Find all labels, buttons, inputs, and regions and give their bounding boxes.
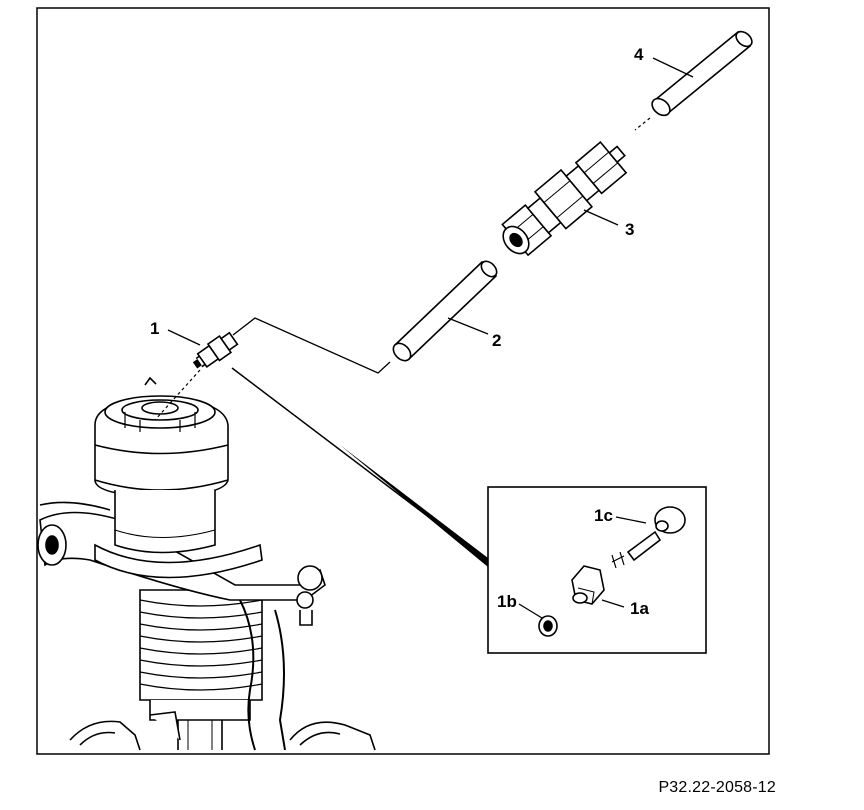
callout-1a: 1a — [630, 599, 649, 618]
part-1c-pin — [611, 506, 686, 569]
detail-leader-wedge — [340, 445, 488, 567]
callout-1c: 1c — [594, 506, 613, 525]
part-4-tube — [651, 30, 753, 117]
part-1a-nut — [571, 565, 605, 605]
callout-1: 1 — [150, 319, 159, 338]
callout-2: 2 — [492, 331, 501, 350]
part-3-coupling — [501, 141, 628, 257]
callout-4: 4 — [634, 45, 644, 64]
part-1-valve-fitting — [154, 331, 239, 421]
air-strut-assembly — [37, 376, 376, 751]
figure-reference-code: P32.22-2058-12 — [658, 779, 776, 796]
part-1b-ring — [538, 615, 558, 637]
callout-3: 3 — [625, 220, 634, 239]
part-2-tube — [392, 260, 498, 362]
callout-1b: 1b — [497, 592, 517, 611]
callout-leaders — [167, 57, 694, 619]
leader-line-1-to-2 — [232, 317, 391, 374]
